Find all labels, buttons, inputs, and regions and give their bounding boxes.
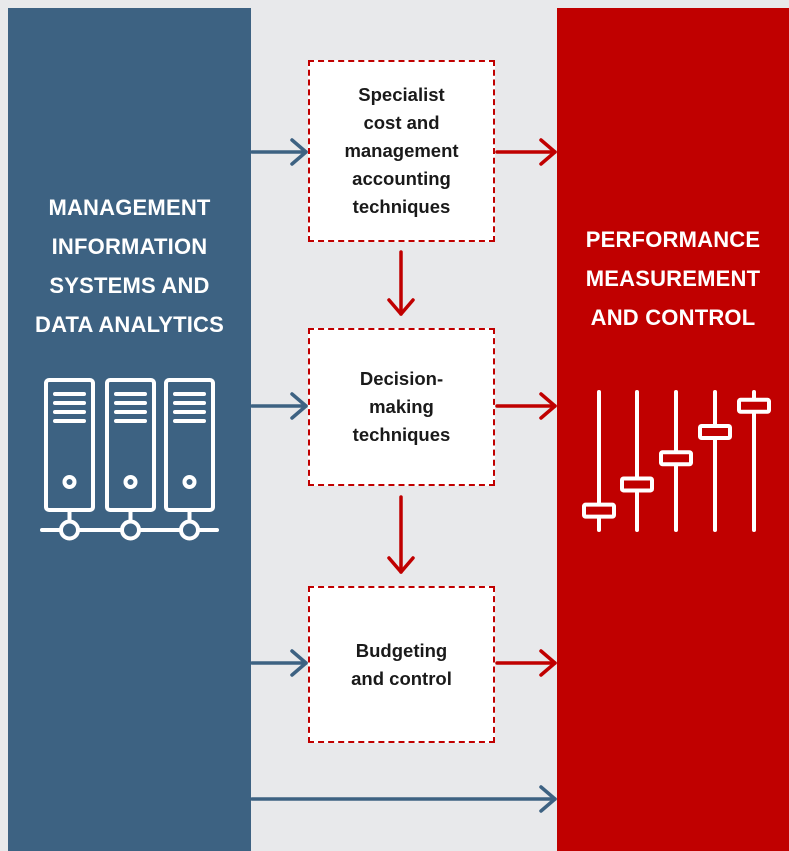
server-unit-3 (164, 378, 215, 512)
box-label: Specialist cost and management accountin… (344, 81, 458, 221)
slider-knob (698, 424, 732, 441)
server-rack-icon (40, 378, 219, 541)
box-label-line: techniques (352, 424, 451, 445)
box-label-line: accounting (352, 168, 451, 189)
mixer-sliders-icon (582, 390, 771, 532)
box-label-line: and control (351, 667, 452, 689)
arrow-box-2-to-right (495, 392, 557, 420)
box-label-line: management (344, 140, 459, 161)
arrow-box-1-to-right (495, 138, 557, 166)
arrow-box-1-to-box-2 (387, 250, 415, 316)
budgeting-control-box: Budgeting and control (308, 586, 495, 743)
slider-knob (620, 476, 654, 493)
right-title-line: MEASUREMENT (585, 266, 761, 291)
slider-knob (659, 450, 693, 467)
network-bus (40, 508, 219, 541)
box-label-line: Decision- (359, 368, 444, 389)
server-unit-1 (44, 378, 95, 512)
box-label-line: cost and (363, 112, 440, 133)
right-title-line: AND CONTROL (590, 305, 756, 330)
left-title-line: SYSTEMS AND (49, 273, 210, 298)
arrow-box-3-to-right (495, 649, 557, 677)
arrow-left-to-box-2 (250, 392, 308, 420)
left-title-line: MANAGEMENT (48, 195, 211, 220)
specialist-accounting-box: Specialist cost and management accountin… (308, 60, 495, 242)
left-title-line: INFORMATION (51, 234, 208, 259)
arrow-box-2-to-box-3 (387, 495, 415, 574)
arrow-left-to-box-1 (250, 138, 308, 166)
box-label-line: making (369, 396, 434, 417)
slider-knob (582, 502, 616, 519)
left-panel-title: MANAGEMENT INFORMATION SYSTEMS AND DATA … (8, 188, 251, 344)
output-arrows (387, 138, 557, 677)
box-label: Budgeting and control (351, 637, 452, 693)
arrow-left-to-right-panel (250, 785, 557, 813)
box-label: Decision- making techniques (353, 365, 451, 449)
performance-measurement-panel (557, 8, 789, 851)
management-information-panel (8, 8, 251, 851)
box-label-line: techniques (352, 196, 451, 217)
left-title-line: DATA ANALYTICS (35, 312, 224, 337)
decision-making-box: Decision- making techniques (308, 328, 495, 486)
slider-knob (737, 397, 771, 414)
box-label-line: Specialist (358, 84, 445, 105)
right-panel-title: PERFORMANCE MEASUREMENT AND CONTROL (557, 220, 789, 337)
server-unit-2 (105, 378, 156, 512)
box-label-line: Budgeting (355, 639, 448, 661)
right-title-line: PERFORMANCE (585, 227, 761, 252)
input-arrows (250, 138, 557, 813)
arrow-left-to-box-3 (250, 649, 308, 677)
